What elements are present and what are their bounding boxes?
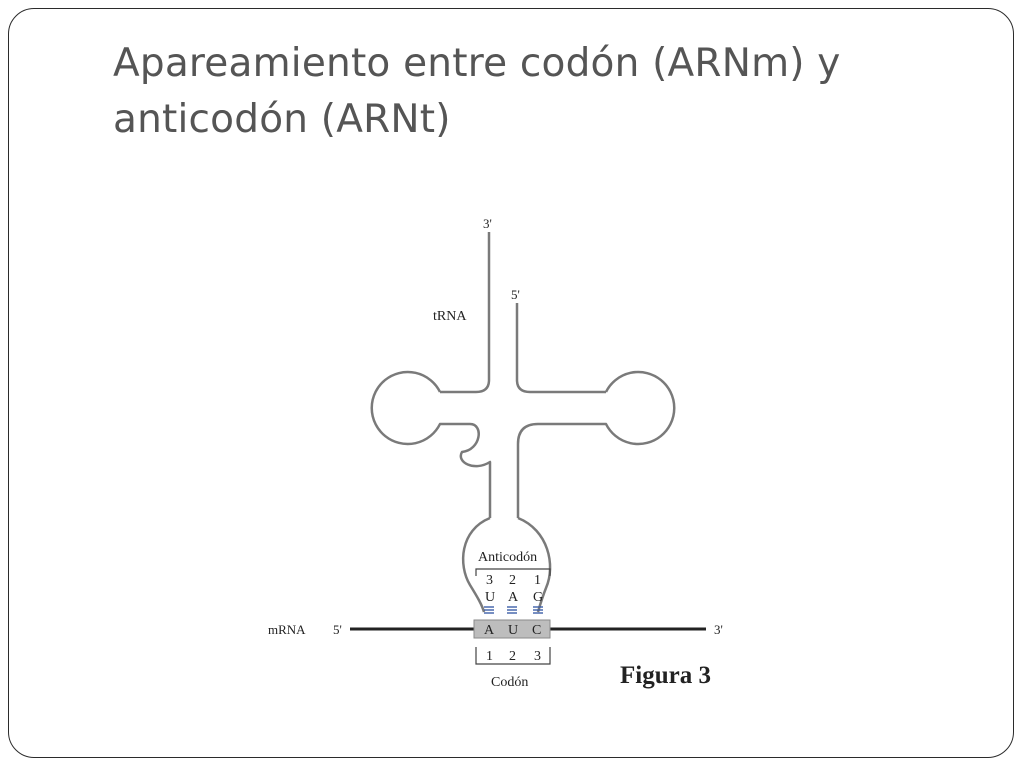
anticodon-position: 1 xyxy=(534,573,541,588)
trna-label: tRNA xyxy=(433,309,467,324)
anticodon-position: 3 xyxy=(486,573,493,588)
codon-position: 2 xyxy=(509,649,516,664)
anticodon-base: A xyxy=(508,590,519,605)
codon-label: Codón xyxy=(491,675,528,690)
trna-left-arm xyxy=(370,370,492,518)
trna-anticodon-loop-right xyxy=(517,516,552,613)
figure-label: Figura 3 xyxy=(620,662,711,689)
codon-position: 3 xyxy=(534,649,541,664)
trna-structure xyxy=(370,232,676,613)
anticodon-bracket xyxy=(475,568,551,576)
trna-mrna-diagram: 3' 5' tRNA Anticodón 3 2 1 U A G mRNA 5'… xyxy=(268,216,723,690)
codon-base: A xyxy=(484,623,495,638)
mrna-label: mRNA xyxy=(268,622,306,637)
trna-end-5-label: 5' xyxy=(511,287,520,302)
trna-acceptor-strand-3 xyxy=(440,232,491,394)
slide-frame xyxy=(8,8,1014,758)
anticodon-position: 2 xyxy=(509,573,516,588)
codon-base: U xyxy=(508,623,518,638)
anticodon-label: Anticodón xyxy=(478,550,537,565)
anticodon-base: U xyxy=(485,590,495,605)
trna-acceptor-strand-5 xyxy=(515,303,606,394)
codon-base: C xyxy=(532,623,541,638)
slide-title: Apareamiento entre codón (ARNm) y antico… xyxy=(113,41,841,142)
trna-right-arm xyxy=(516,370,676,518)
mrna-end-5-label: 5' xyxy=(333,622,342,637)
base-pairing-marks xyxy=(484,606,543,614)
codon-box xyxy=(473,619,551,639)
codon-bracket xyxy=(475,647,551,665)
mrna-end-3-label: 3' xyxy=(714,622,723,637)
trna-anticodon-loop xyxy=(461,516,491,613)
anticodon-base: G xyxy=(533,590,543,605)
codon-position: 1 xyxy=(486,649,493,664)
trna-end-3-label: 3' xyxy=(483,216,492,231)
